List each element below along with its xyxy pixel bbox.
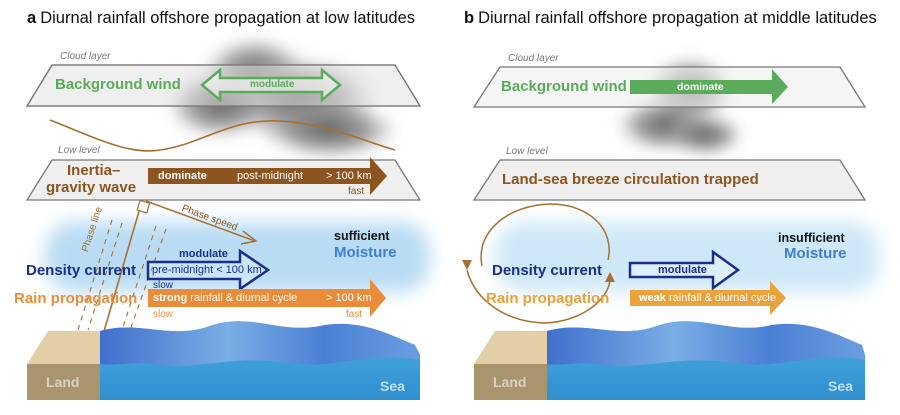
panel-letter: a bbox=[27, 9, 37, 27]
rain-propagation-label: Rain propagation bbox=[486, 290, 610, 307]
low-level-plane bbox=[472, 159, 867, 201]
moisture-label: Moisture bbox=[334, 244, 397, 261]
circulation-loop bbox=[466, 203, 611, 324]
rain-strength: strong bbox=[153, 292, 188, 304]
background-wind-label: Background wind bbox=[55, 76, 181, 93]
rain-distance: > 100 km bbox=[326, 292, 372, 304]
rain-rest: rainfall & diurnal cycle bbox=[187, 292, 298, 304]
density-current-label: Density current bbox=[26, 262, 137, 279]
density-current-arrow bbox=[628, 249, 741, 291]
dc-modulate: modulate bbox=[658, 264, 707, 276]
cloud-layer-label: Cloud layer bbox=[60, 51, 111, 62]
panel-letter: b bbox=[464, 9, 475, 27]
inertia-label-line1: Inertia– bbox=[67, 162, 121, 179]
modulate-double-arrow bbox=[200, 67, 342, 103]
dominate-arrow bbox=[630, 69, 788, 104]
low-level-label: Low level bbox=[58, 145, 100, 156]
moisture-region bbox=[45, 222, 430, 292]
rain-slow: slow bbox=[153, 309, 174, 320]
background-wind-label: Background wind bbox=[501, 78, 627, 95]
inertia-gravity-wave-curve bbox=[49, 119, 396, 152]
moisture-qualifier: sufficient bbox=[334, 229, 390, 243]
inertia-label-line2: gravity wave bbox=[46, 179, 137, 196]
moisture-qualifier: insufficient bbox=[778, 231, 845, 245]
panel-b-graphics bbox=[462, 55, 880, 400]
bg-wind-arrow-label: modulate bbox=[250, 79, 295, 90]
low-level-label: Low level bbox=[506, 146, 548, 157]
igw-arrow bbox=[148, 157, 387, 195]
dc-modulate: modulate bbox=[179, 248, 228, 260]
moisture-label: Moisture bbox=[784, 245, 847, 262]
sea-block bbox=[100, 321, 420, 400]
rain-propagation-arrow bbox=[148, 279, 386, 317]
panel-a-graphics bbox=[25, 35, 430, 400]
cloud-layer-label: Cloud layer bbox=[508, 53, 559, 64]
land-label: Land bbox=[493, 374, 527, 390]
rain-arrow-text: strong rainfall & diurnal cycle bbox=[153, 292, 297, 304]
bg-wind-arrow-label: dominate bbox=[677, 81, 724, 93]
sea-label: Sea bbox=[380, 378, 405, 394]
panel-title-text: Diurnal rainfall offshore propagation at… bbox=[40, 9, 416, 27]
dc-slow: slow bbox=[153, 280, 174, 291]
dc-inside: pre-midnight < 100 km bbox=[152, 264, 262, 276]
density-current-arrow bbox=[146, 248, 271, 292]
circulation-arrowhead-left bbox=[462, 260, 472, 270]
igw-post-midnight: post-midnight bbox=[237, 170, 304, 182]
circulation-arrowhead-right bbox=[605, 272, 615, 282]
land-block bbox=[474, 331, 547, 400]
land-sea-breeze-label: Land-sea breeze circulation trapped bbox=[502, 171, 759, 188]
moisture-region bbox=[495, 222, 880, 292]
land-label: Land bbox=[46, 374, 80, 390]
rain-propagation-arrow bbox=[630, 281, 786, 315]
panel-title-text: Diurnal rainfall offshore propagation at… bbox=[478, 9, 877, 27]
density-current-label: Density current bbox=[492, 262, 603, 279]
rain-strength: weak bbox=[639, 292, 666, 304]
sea-label: Sea bbox=[828, 378, 853, 394]
rain-fast: fast bbox=[346, 309, 363, 320]
rain-rest: rainfall & diurnal cycle bbox=[665, 292, 776, 304]
rain-arrow-text: weak rainfall & diurnal cycle bbox=[639, 292, 776, 304]
igw-dominate: dominate bbox=[158, 170, 207, 182]
rain-propagation-label: Rain propagation bbox=[14, 290, 138, 307]
land-block bbox=[27, 331, 100, 400]
igw-distance: > 100 km bbox=[326, 170, 372, 182]
sea-block bbox=[547, 321, 865, 400]
igw-fast: fast bbox=[348, 186, 365, 197]
